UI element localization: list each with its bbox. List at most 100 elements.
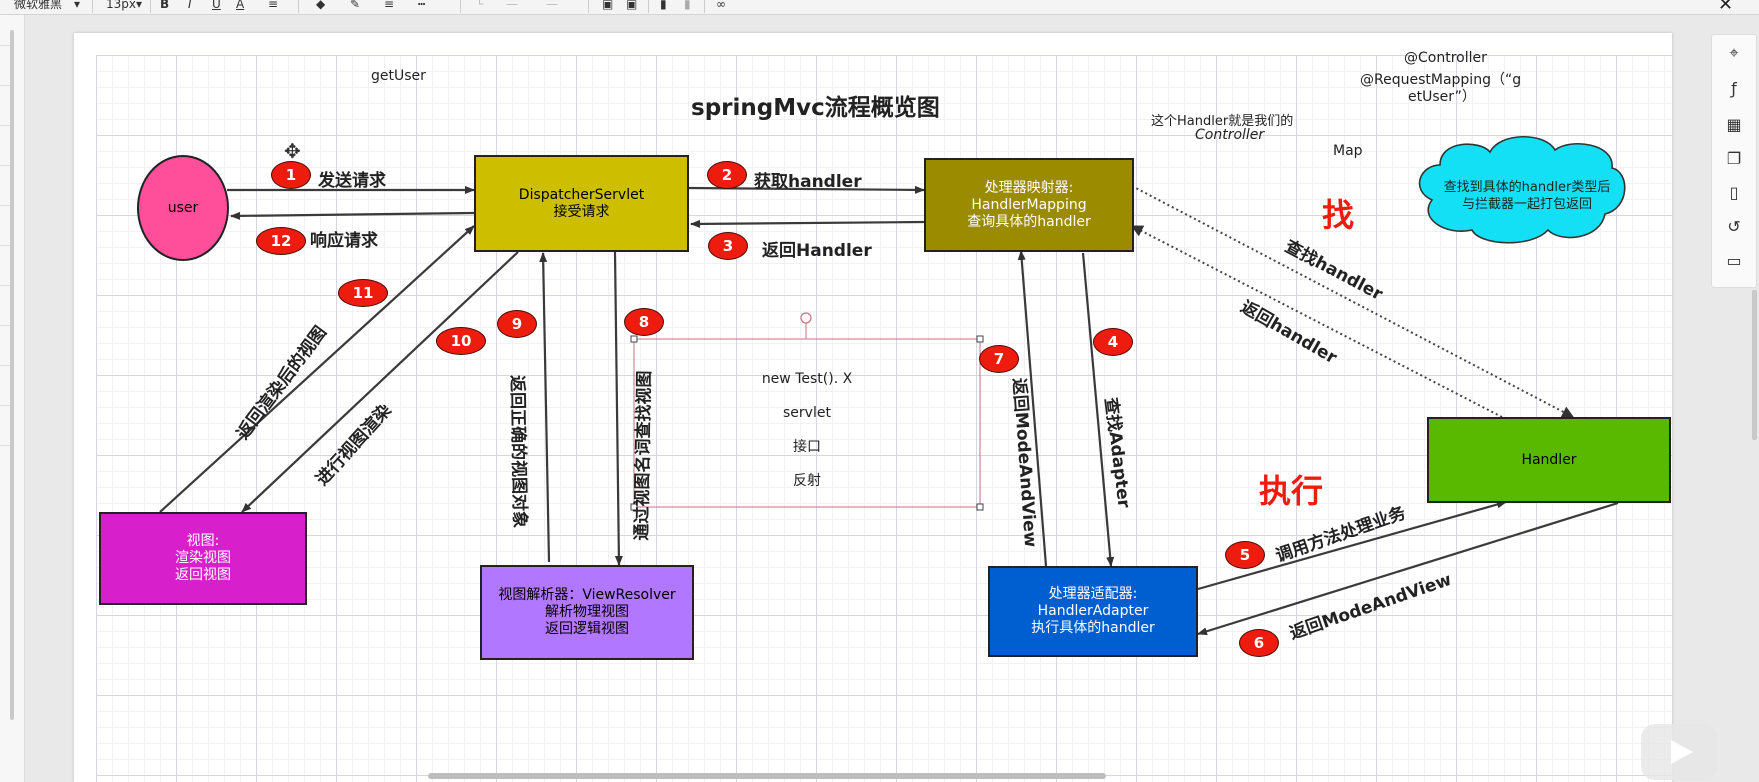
label-find-view-by-name: 通过视图名词查找视图 (632, 370, 655, 541)
underline-button[interactable]: U (212, 0, 221, 11)
page-title: springMvc流程概览图 (691, 95, 940, 121)
cloud-text-line: 与拦截器一起打包返回 (1461, 197, 1592, 212)
step-badge-9: 9 (497, 310, 537, 338)
arrow-6-return-mav (1197, 501, 1619, 636)
toolbar-divider (92, 0, 93, 13)
arrow-8-find-view (613, 251, 623, 566)
connector-icon[interactable]: └ (476, 0, 484, 11)
line-width-icon[interactable]: ≡ (384, 0, 395, 11)
play-button[interactable] (1641, 724, 1717, 780)
comment-icon[interactable]: ▭ (1726, 251, 1742, 270)
horizontal-scrollbar[interactable] (428, 773, 1106, 779)
formula-icon[interactable]: ƒ (1731, 79, 1737, 98)
selection-text-line: servlet (783, 405, 831, 421)
node-view[interactable]: 视图: 渲染视图 返回视图 (99, 512, 307, 605)
fill-color-icon[interactable]: ◆ (316, 0, 326, 11)
node-view-resolver[interactable]: 视图解析器：ViewResolver 解析物理视图 返回逻辑视图 (480, 565, 694, 660)
ruler-tick (0, 245, 10, 246)
node-handler-adapter[interactable]: 处理器适配器: HandlerAdapter 执行具体的handler (988, 566, 1198, 657)
crosshair-icon[interactable]: ⌖ (1729, 43, 1739, 62)
send-back-icon[interactable]: ▣ (626, 0, 638, 11)
note-controller-annotation: @Controller (1404, 50, 1487, 66)
font-family-select[interactable]: 微软雅黑 (14, 0, 63, 11)
lock-icon[interactable]: ▮ (660, 0, 667, 11)
ruler-tick (0, 205, 10, 206)
toolbar-divider (588, 0, 589, 13)
history-icon[interactable]: ↺ (1727, 217, 1741, 236)
step-badge-2: 2 (707, 161, 747, 189)
resize-handle[interactable] (630, 503, 638, 511)
ruler-tick (0, 405, 10, 406)
font-color-button[interactable]: A (236, 0, 245, 11)
chevron-down-icon[interactable]: ▾ (74, 0, 81, 11)
cloud-text-line: 查找到具体的handler类型后 (1443, 180, 1611, 195)
calendar-icon[interactable]: ▦ (1726, 115, 1742, 134)
node-label: 返回逻辑视图 (545, 621, 629, 637)
arrow-11-return-rendered (159, 225, 475, 513)
copy-icon[interactable]: ❐ (1726, 149, 1742, 168)
note-map: Map (1333, 143, 1363, 159)
arrow-5-call-method (1197, 500, 1507, 591)
font-size-select[interactable]: 13px (106, 0, 136, 11)
label-return-handler: 返回Handler (762, 241, 872, 261)
line-end-icon[interactable]: — (546, 0, 558, 11)
ruler-tick (0, 365, 10, 366)
resize-handle[interactable] (976, 335, 984, 343)
arrow-7-return-mav (1017, 250, 1048, 567)
close-icon[interactable]: ✕ (1718, 0, 1734, 15)
selection-text[interactable]: new Test(). X servlet 接口 反射 (634, 362, 980, 498)
node-handler[interactable]: Handler (1427, 417, 1671, 503)
cloud-shape[interactable] (1418, 135, 1626, 244)
note-requestmapping-annotation-cont: etUser”） (1408, 89, 1476, 105)
italic-button[interactable]: I (188, 0, 192, 11)
file-icon[interactable]: ▯ (1729, 183, 1739, 202)
left-scrollbar[interactable] (10, 30, 14, 720)
ruler-tick (0, 45, 10, 46)
chevron-down-icon[interactable]: ▾ (136, 0, 143, 11)
line-start-icon[interactable]: — (506, 0, 518, 11)
node-label: 视图: (186, 533, 220, 549)
node-dispatcher-servlet[interactable]: DispatcherServlet 接受请求 (474, 155, 689, 252)
node-label: 接受请求 (553, 203, 610, 220)
line-style-icon[interactable]: ┅ (418, 0, 426, 11)
toolbar-divider (150, 0, 151, 13)
toolbar-divider (460, 0, 461, 13)
node-label: 处理器适配器: (1048, 586, 1138, 602)
resize-handle[interactable] (976, 503, 984, 511)
label-response-request: 响应请求 (310, 231, 378, 251)
node-label: 查询具体的handler (967, 213, 1091, 230)
rotate-handle[interactable] (800, 312, 812, 324)
line-color-icon[interactable]: ✎ (350, 0, 361, 11)
node-user-label: user (167, 199, 199, 216)
bring-front-icon[interactable]: ▣ (602, 0, 614, 11)
link-icon[interactable]: ∞ (716, 0, 726, 11)
ruler-tick (0, 325, 10, 326)
bold-button[interactable]: B (160, 0, 170, 11)
right-tool-panel: ⌖ ƒ ▦ ❐ ▯ ↺ ▭ (1711, 34, 1757, 288)
step-badge-11: 11 (338, 279, 388, 307)
selection-box[interactable] (633, 338, 981, 508)
align-icon[interactable]: ≡ (268, 0, 279, 11)
label-return-correct-view: 返回正确的视图对象 (506, 374, 530, 529)
node-user[interactable]: user (137, 155, 229, 261)
move-cursor-icon: ✥ (284, 139, 301, 163)
label-send-request: 发送请求 (318, 171, 386, 191)
arrow-3-return-handler (690, 219, 925, 228)
node-label: 处理器映射器: (984, 179, 1074, 196)
toolbar: 微软雅黑 ▾ 13px ▾ B I U A ≡ ◆ ✎ ≡ ┅ └ — — ▣ … (0, 0, 1759, 15)
resize-handle[interactable] (630, 335, 638, 343)
node-label: 解析物理视图 (545, 604, 629, 620)
node-handler-mapping[interactable]: 处理器映射器: HandlerMapping 查询具体的handler (924, 158, 1134, 252)
node-label: HandlerAdapter (1037, 603, 1149, 619)
node-label: DispatcherServlet (518, 186, 645, 203)
right-scrollbar[interactable] (1752, 290, 1757, 440)
canvas-grid (96, 55, 1672, 782)
label-find: 找 (1322, 196, 1355, 234)
ruler-tick (0, 445, 10, 446)
unlock-icon[interactable]: ▮ (684, 0, 691, 11)
toolbar-divider (648, 0, 649, 13)
node-label: 渲染视图 (175, 550, 231, 566)
node-label: HandlerMapping (971, 196, 1087, 213)
canvas-page (74, 33, 1672, 782)
